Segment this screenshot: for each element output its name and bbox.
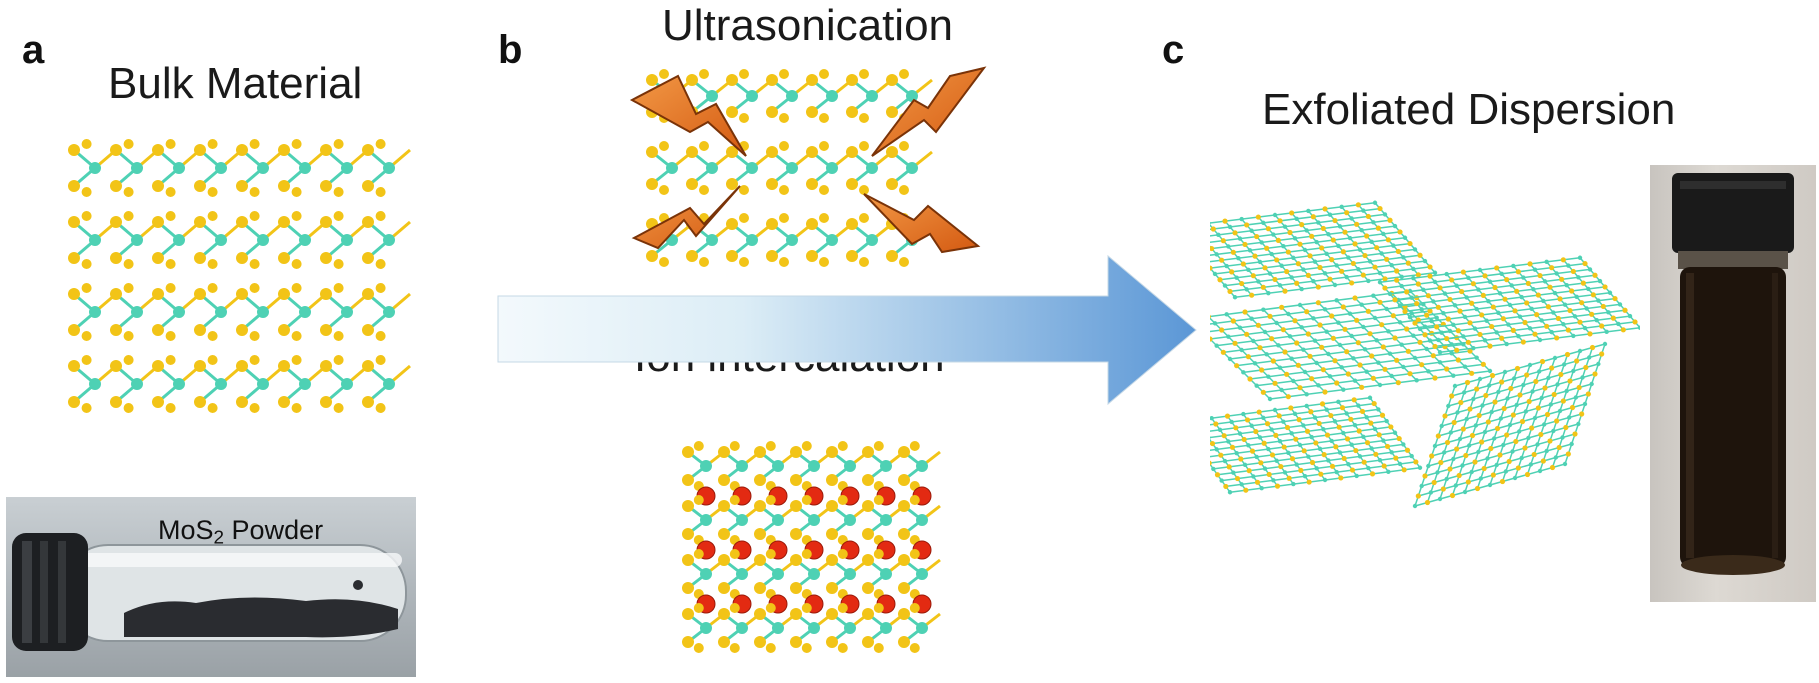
- exfoliated-dispersion-title: Exfoliated Dispersion: [1262, 85, 1676, 134]
- exfoliated-nanosheets: [1210, 200, 1640, 509]
- panel-label-a: a: [22, 28, 45, 72]
- ultrasonication-title: Ultrasonication: [662, 1, 954, 50]
- ion-intercalation-lattice: [682, 441, 941, 653]
- panel-label-b: b: [498, 28, 523, 72]
- bulk-mos2-lattice: [68, 139, 411, 413]
- dispersion-vial-photo: [1650, 165, 1816, 602]
- mos2-powder-label: MoS2 Powder: [158, 515, 324, 549]
- process-arrow: [497, 254, 1197, 406]
- panel-label-c: c: [1162, 28, 1185, 72]
- mos2-powder-photo: MoS2 Powder: [6, 497, 416, 677]
- lightning-bolts-icon: [629, 66, 987, 254]
- bulk-material-title: Bulk Material: [108, 59, 363, 108]
